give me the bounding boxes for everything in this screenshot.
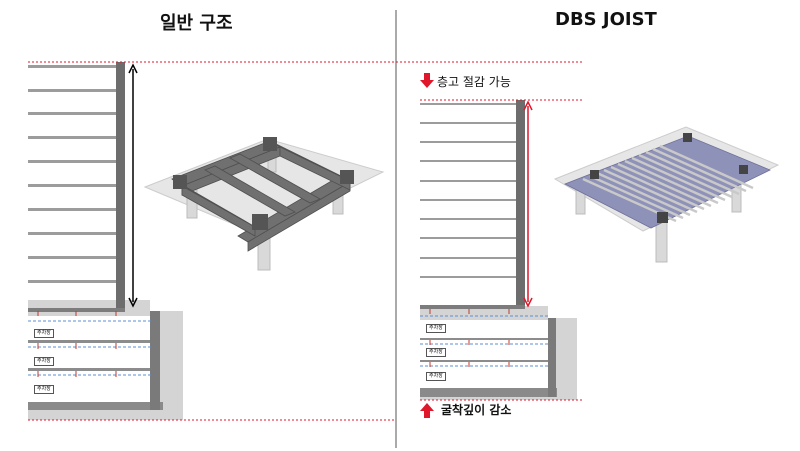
title-dbs-joist: DBS JOIST <box>555 9 657 30</box>
reduction-arrows <box>420 73 434 418</box>
arrow-up-icon <box>420 403 434 418</box>
left-section-view <box>28 62 183 420</box>
left-level-lines <box>28 61 396 421</box>
excavation-reduction-note: 굴착깊이 감소 <box>441 403 512 417</box>
right-basement-dashed <box>420 315 550 367</box>
height-reduction-note: 층고 절감 가능 <box>437 75 511 89</box>
right-beams-markers <box>429 309 510 367</box>
left-retaining-wall <box>150 311 160 410</box>
left-core-wall <box>116 62 125 312</box>
left-beams-markers <box>37 311 117 377</box>
joist-rods <box>582 144 754 223</box>
parking-label-right-3: 주차장 <box>426 372 446 381</box>
parking-label-left-1: 주차장 <box>34 329 54 338</box>
left-basement-dashed <box>28 320 152 376</box>
right-level-lines <box>396 61 582 401</box>
right-base-slab <box>420 388 557 397</box>
left-basement-slabs <box>28 340 150 371</box>
left-3d-beam-model <box>143 137 385 271</box>
right-section-view <box>420 100 577 400</box>
parking-label-left-2: 주차장 <box>34 357 54 366</box>
title-general-structure: 일반 구조 <box>160 13 233 34</box>
parking-label-right-2: 주차장 <box>426 348 446 357</box>
right-floor-slabs <box>420 103 525 309</box>
right-core-wall <box>516 100 525 308</box>
parking-label-left-3: 주차장 <box>34 385 54 394</box>
right-height-dimension <box>523 100 533 308</box>
right-3d-joist-model <box>553 126 780 263</box>
right-retaining-wall <box>548 318 556 397</box>
left-floor-slabs <box>28 65 125 312</box>
left-base-slab <box>28 402 163 410</box>
right-basement-slabs <box>420 338 548 362</box>
parking-label-right-1: 주차장 <box>426 324 446 333</box>
arrow-down-icon <box>420 73 434 88</box>
left-height-dimension <box>128 63 138 308</box>
